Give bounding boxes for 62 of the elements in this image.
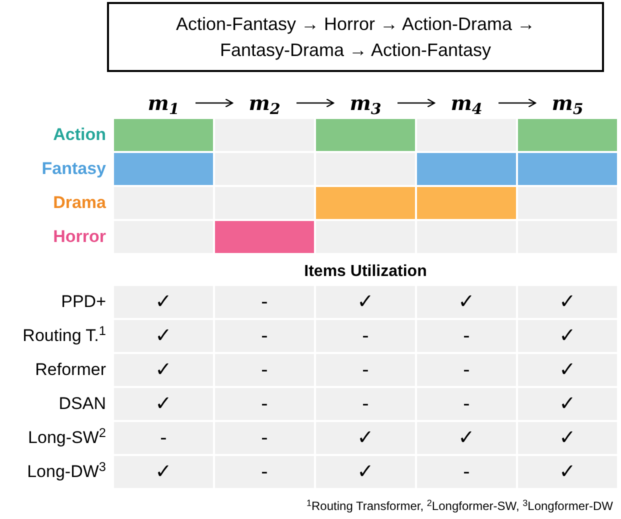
table-cell: ✓ bbox=[316, 422, 415, 454]
row-label: DSAN bbox=[58, 393, 106, 415]
genre-bar bbox=[518, 119, 617, 151]
table-cell: ✓ bbox=[316, 286, 415, 318]
row-label: Drama bbox=[53, 192, 106, 214]
row-label: Horror bbox=[53, 226, 106, 248]
table-cell: ✓ bbox=[518, 422, 617, 454]
table-cell: ✓ bbox=[518, 388, 617, 420]
table-cell: ✓ bbox=[316, 456, 415, 488]
row-label: Reformer bbox=[35, 359, 106, 381]
table-cell: - bbox=[215, 286, 314, 318]
table-cell: ✓ bbox=[417, 286, 516, 318]
row-label: Fantasy bbox=[42, 158, 106, 180]
table-cell: - bbox=[417, 320, 516, 352]
genre-bar bbox=[114, 153, 213, 185]
table-cell: ✓ bbox=[114, 320, 213, 352]
table-cell: - bbox=[215, 456, 314, 488]
genre-bar bbox=[417, 153, 516, 185]
table-cell: - bbox=[417, 388, 516, 420]
column-header: m$_{1}$ bbox=[148, 90, 180, 116]
table-cell: ✓ bbox=[518, 354, 617, 386]
title-text: Action-Fantasy → Horror → Action-Drama → Fantasy-Drama → Action-Fantasy bbox=[174, 13, 536, 62]
table-cell: - bbox=[417, 456, 516, 488]
sequence-arrow bbox=[498, 98, 536, 108]
table-cell: ✓ bbox=[417, 422, 516, 454]
row-label: Long-DW$^{3}$ bbox=[27, 461, 106, 483]
sequence-arrow bbox=[398, 98, 436, 108]
column-header: m$_{4}$ bbox=[450, 90, 482, 116]
table-cell: - bbox=[215, 388, 314, 420]
table-cell: ✓ bbox=[114, 388, 213, 420]
title-box bbox=[107, 2, 604, 72]
table-cell: - bbox=[316, 320, 415, 352]
table-cell: - bbox=[215, 422, 314, 454]
genre-bar bbox=[215, 221, 314, 253]
table-cell: ✓ bbox=[114, 354, 213, 386]
row-label: PPD+ bbox=[61, 291, 106, 313]
table-cell: - bbox=[316, 354, 415, 386]
sequence-arrow bbox=[196, 98, 234, 108]
row-label: Long-SW$^{2}$ bbox=[28, 427, 106, 449]
row-label: Routing T.$^{1}$ bbox=[22, 325, 106, 347]
table-cell: - bbox=[114, 422, 213, 454]
column-header: m$_{2}$ bbox=[248, 90, 280, 116]
row-label: Action bbox=[53, 124, 106, 146]
genre-bar bbox=[316, 187, 415, 219]
table-cell: ✓ bbox=[114, 286, 213, 318]
table-cell: - bbox=[215, 354, 314, 386]
table-cell: - bbox=[215, 320, 314, 352]
section-heading: Items Utilization bbox=[303, 262, 428, 282]
genre-bar bbox=[518, 153, 617, 185]
genre-bar bbox=[316, 119, 415, 151]
genre-bar bbox=[114, 119, 213, 151]
table-cell: ✓ bbox=[518, 320, 617, 352]
table-cell: ✓ bbox=[114, 456, 213, 488]
table-cell: - bbox=[417, 354, 516, 386]
column-header: m$_{3}$ bbox=[350, 90, 382, 116]
table-cell: ✓ bbox=[518, 456, 617, 488]
table-cell: - bbox=[316, 388, 415, 420]
column-header: m$_{5}$ bbox=[552, 90, 584, 116]
footnote: $^{1}$Routing Transformer, $^{2}$Longformer-SW, $^{3}$Longformer-DW bbox=[306, 498, 613, 514]
table-cell: ✓ bbox=[518, 286, 617, 318]
genre-bar bbox=[417, 187, 516, 219]
sequence-arrow bbox=[296, 98, 334, 108]
